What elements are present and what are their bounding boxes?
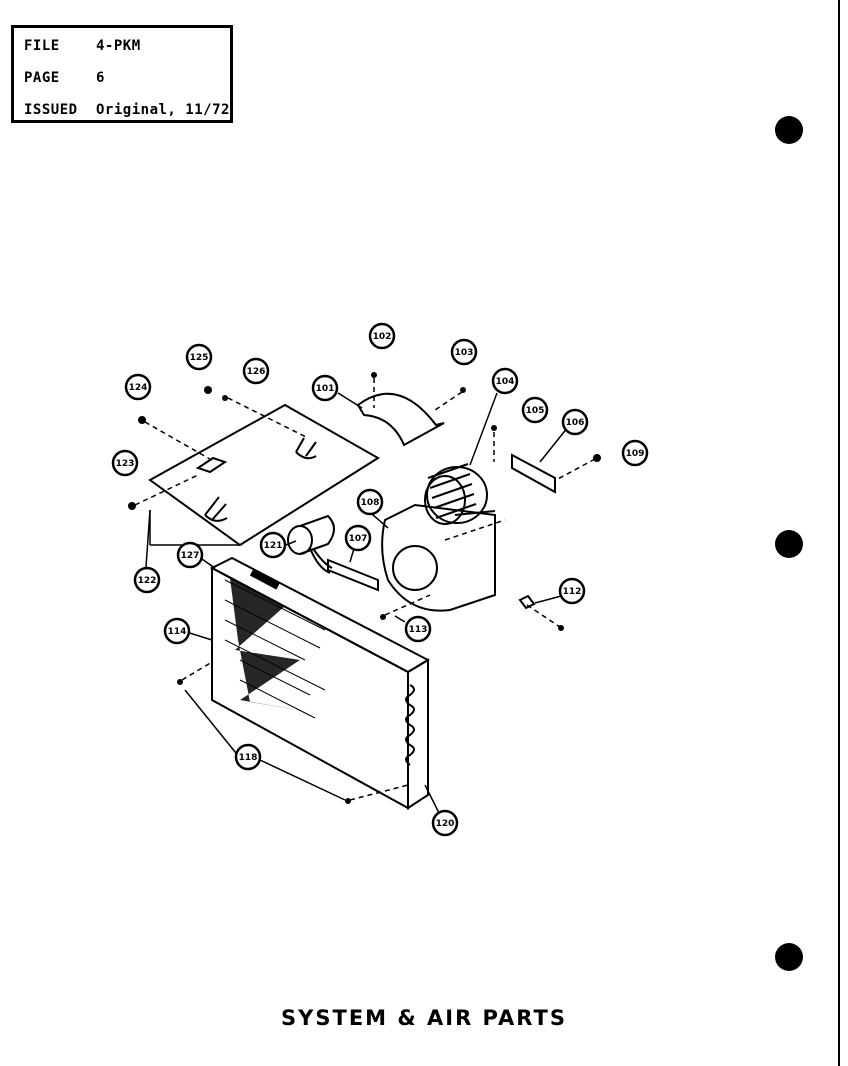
issued-value: Original, 11/72: [96, 102, 230, 118]
callout-113: 113: [409, 625, 428, 635]
screw-line-113: [384, 594, 431, 616]
file-value: 4-PKM: [96, 38, 141, 54]
callout-circle-106: [561, 408, 589, 436]
screw-line-123: [134, 474, 199, 506]
callout-circle-123: [111, 449, 139, 477]
coil-label-plate: [249, 568, 281, 590]
callout-circle-105: [521, 396, 549, 424]
screw-118a: [177, 679, 183, 685]
binder-hole-top: [775, 116, 803, 144]
blower-wheel-inner: [424, 475, 466, 525]
file-row: FILE 4-PKM: [24, 38, 141, 54]
callout-circle-125: [185, 343, 213, 371]
blower-blades: [427, 463, 477, 519]
callout-124: 124: [129, 383, 148, 393]
callout-circle-112: [558, 577, 586, 605]
screw-123: [128, 502, 136, 510]
binder-hole-bottom: [775, 943, 803, 971]
callout-104: 104: [496, 377, 515, 387]
screw-103: [460, 387, 466, 393]
callout-118: 118: [239, 753, 258, 763]
callout-108: 108: [361, 498, 380, 508]
callout-circle-108: [356, 488, 384, 516]
screw-line-118a: [181, 661, 213, 681]
callout-circle-104: [491, 367, 519, 395]
screw-113: [380, 614, 386, 620]
screw-line-103: [431, 391, 463, 413]
callout-106: 106: [566, 418, 585, 428]
motor-leads: [309, 547, 333, 574]
coil-hairpins: [405, 684, 415, 766]
screw-line-118b: [349, 784, 409, 801]
screw-118b: [345, 798, 351, 804]
clamp-112: [518, 594, 536, 610]
callout-circle-114: [163, 617, 191, 645]
screw-105: [491, 425, 497, 431]
callout-121: 121: [264, 541, 283, 551]
page-title: SYSTEM & AIR PARTS: [281, 1006, 567, 1030]
callout-114: 114: [168, 627, 187, 637]
callout-circle-121: [259, 531, 287, 559]
motor-body: [287, 525, 313, 555]
file-label: FILE: [24, 38, 60, 54]
screw-line-112: [526, 604, 561, 628]
issued-row: ISSUED Original, 11/72: [24, 102, 230, 118]
callout-circle-122: [133, 566, 161, 594]
blower-housing: [381, 503, 496, 612]
callout-107: 107: [349, 534, 368, 544]
motor-can: [299, 514, 335, 555]
screw-line-109: [555, 458, 596, 481]
callout-127: 127: [181, 551, 200, 561]
callout-circle-126: [242, 357, 270, 385]
callout-circle-101: [311, 374, 339, 402]
scroll-top: [356, 392, 445, 447]
callout-circle-124: [124, 373, 152, 401]
issued-label: ISSUED: [24, 102, 78, 118]
base-plate: [148, 403, 380, 547]
callout-circle-118: [234, 743, 262, 771]
screw-112: [558, 625, 564, 631]
callout-126: 126: [247, 367, 266, 377]
screw-line-wheel: [444, 519, 506, 541]
callout-circle-120: [431, 809, 459, 837]
callout-112: 112: [563, 587, 582, 597]
screw-line-124: [144, 421, 216, 463]
callout-101: 101: [316, 384, 335, 394]
coil-fin-shading: [230, 578, 310, 712]
screw-102: [371, 372, 377, 378]
file-info-box: FILE 4-PKM PAGE 6 ISSUED Original, 11/72: [11, 25, 233, 123]
plate-clip-1: [195, 456, 228, 474]
callout-105: 105: [526, 406, 545, 416]
callout-circle-127: [176, 541, 204, 569]
callout-123: 123: [116, 459, 135, 469]
screw-126: [222, 395, 228, 401]
binder-hole-middle: [775, 530, 803, 558]
plate-clip-3: [204, 496, 228, 522]
bracket-106: [511, 453, 556, 494]
housing-inlet: [392, 545, 438, 591]
page-value: 6: [96, 70, 105, 86]
callout-125: 125: [190, 353, 209, 363]
page-row: PAGE 6: [24, 70, 105, 86]
bracket-107: [327, 558, 379, 592]
callout-circle-109: [621, 439, 649, 467]
callout-102: 102: [373, 332, 392, 342]
callout-109: 109: [626, 449, 645, 459]
callout-103: 103: [455, 348, 474, 358]
callout-circle-102: [368, 322, 396, 350]
callout-122: 122: [138, 576, 157, 586]
callout-120: 120: [436, 819, 455, 829]
screw-109: [593, 454, 601, 462]
screw-line-126: [227, 397, 309, 439]
page-edge: [838, 0, 840, 1066]
screw-125: [204, 386, 212, 394]
page-label: PAGE: [24, 70, 60, 86]
callout-circle-113: [404, 615, 432, 643]
callout-circle-103: [450, 338, 478, 366]
plate-clip-2: [295, 437, 317, 460]
callout-circle-107: [344, 524, 372, 552]
screw-124: [138, 416, 146, 424]
